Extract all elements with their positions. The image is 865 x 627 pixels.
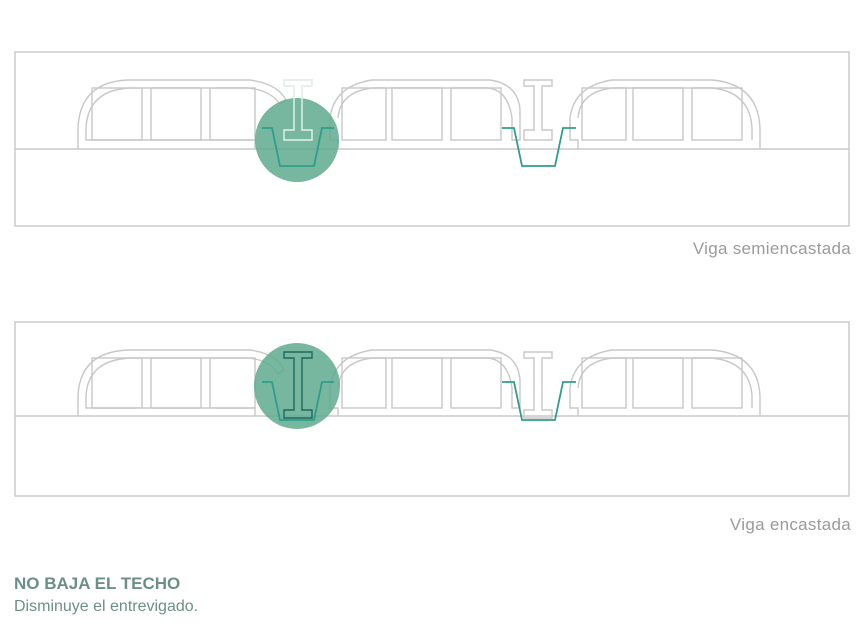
slab-outline — [14, 321, 850, 497]
u-profile-1 — [262, 127, 334, 167]
vault-block-1 — [77, 79, 287, 149]
diagram-full-svg — [14, 321, 850, 497]
diagram-semi-svg — [14, 51, 850, 227]
caption-semi: Viga semiencastada — [692, 239, 851, 258]
vault-block-2 — [329, 79, 521, 149]
slab-outline — [14, 51, 850, 227]
diagram-full — [0, 270, 865, 510]
diagram-semi — [0, 0, 865, 240]
vault-block-2 — [329, 349, 521, 416]
vault-block-1 — [77, 349, 285, 416]
footer-title: NO BAJA EL TECHO — [14, 574, 181, 593]
u-profile-2 — [502, 381, 576, 421]
footer-subtitle: Disminuye el entrevigado. — [14, 598, 199, 615]
u-profile-2 — [502, 127, 576, 167]
highlight-circle — [254, 343, 340, 429]
vault-block-3 — [569, 349, 761, 416]
i-beam-2 — [523, 79, 553, 141]
u-profile-1 — [262, 381, 334, 421]
i-beam-2 — [523, 351, 553, 419]
caption-full: Viga encastada — [729, 515, 851, 534]
vault-block-3 — [569, 79, 761, 149]
